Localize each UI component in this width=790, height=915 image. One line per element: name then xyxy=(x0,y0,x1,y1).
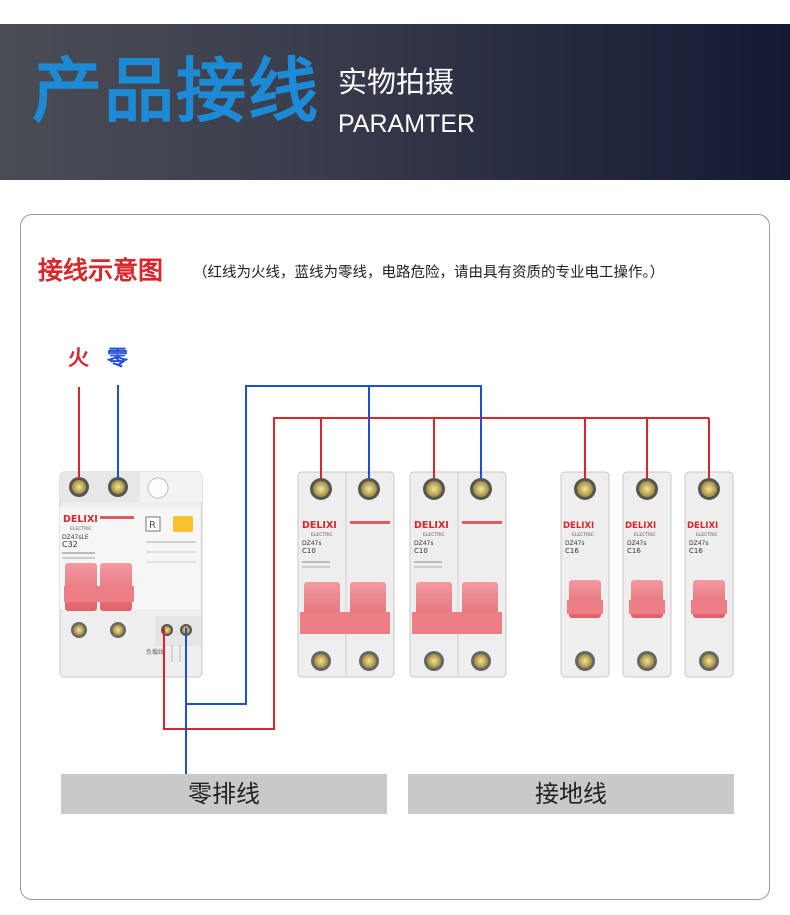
breaker-brand: DELIXI xyxy=(687,521,718,531)
breaker-sub: ELECTRIC xyxy=(634,532,656,538)
breaker-model: DZ47s xyxy=(689,540,709,547)
breaker-rating: C16 xyxy=(689,547,703,555)
fire-wires xyxy=(78,387,710,730)
main-breaker-brand: DELIXI xyxy=(63,514,98,525)
breaker-rating: C10 xyxy=(414,547,428,555)
page-title: 产品接线 xyxy=(32,50,320,132)
breaker-brand: DELIXI xyxy=(414,520,449,531)
single-breaker-1: DELIXI ELECTRIC DZ47s C16 xyxy=(560,471,610,678)
breaker-model: DZ47s xyxy=(414,540,434,547)
breaker-brand: DELIXI xyxy=(563,521,594,531)
safety-note: （红线为火线，蓝线为零线，电路危险，请由具有资质的专业电工操作。） xyxy=(193,265,665,281)
main-breaker-rating: C32 xyxy=(62,540,78,549)
breaker-sub: ELECTRIC xyxy=(696,532,718,538)
diagram-heading: 接线示意图 xyxy=(38,256,164,285)
breaker-rating: C16 xyxy=(565,547,579,555)
single-breaker-3: DELIXI ELECTRIC DZ47s C16 xyxy=(684,471,734,678)
banner-subtitle-en: PARAMTER xyxy=(338,110,476,138)
breaker-brand: DELIXI xyxy=(625,521,656,531)
main-breaker: DELIXI ELECTRIC DZ47sLE C32 R 负载线 xyxy=(59,471,203,678)
breaker-sub: ELECTRIC xyxy=(311,532,333,538)
double-breaker-2: DELIXI ELECTRIC DZ47s C10 xyxy=(409,471,507,678)
reset-label: R xyxy=(149,520,156,531)
breaker-rating: C10 xyxy=(302,547,316,555)
load-line-label: 负载线 xyxy=(146,648,164,656)
breaker-model: DZ47s xyxy=(302,540,322,547)
breaker-model: DZ47s xyxy=(565,540,585,547)
neutral-wire-label: 零 xyxy=(107,346,128,370)
breaker-sub: ELECTRIC xyxy=(572,532,594,538)
header-banner xyxy=(0,24,790,180)
main-breaker-sub: ELECTRIC xyxy=(70,526,92,532)
banner-subtitle-cn: 实物拍摄 xyxy=(338,65,455,99)
breaker-brand: DELIXI xyxy=(302,520,337,531)
breaker-model: DZ47s xyxy=(627,540,647,547)
neutral-wires xyxy=(117,385,482,775)
double-breaker-1: DELIXI ELECTRIC DZ47s C10 xyxy=(297,471,395,678)
ground-bar-label: 接地线 xyxy=(408,774,734,814)
neutral-bar-label: 零排线 xyxy=(61,774,387,814)
single-breaker-2: DELIXI ELECTRIC DZ47s C16 xyxy=(622,471,672,678)
breaker-rating: C16 xyxy=(627,547,641,555)
fire-wire-label: 火 xyxy=(68,346,89,370)
main-breaker-model: DZ47sLE xyxy=(62,534,89,541)
breaker-sub: ELECTRIC xyxy=(423,532,445,538)
